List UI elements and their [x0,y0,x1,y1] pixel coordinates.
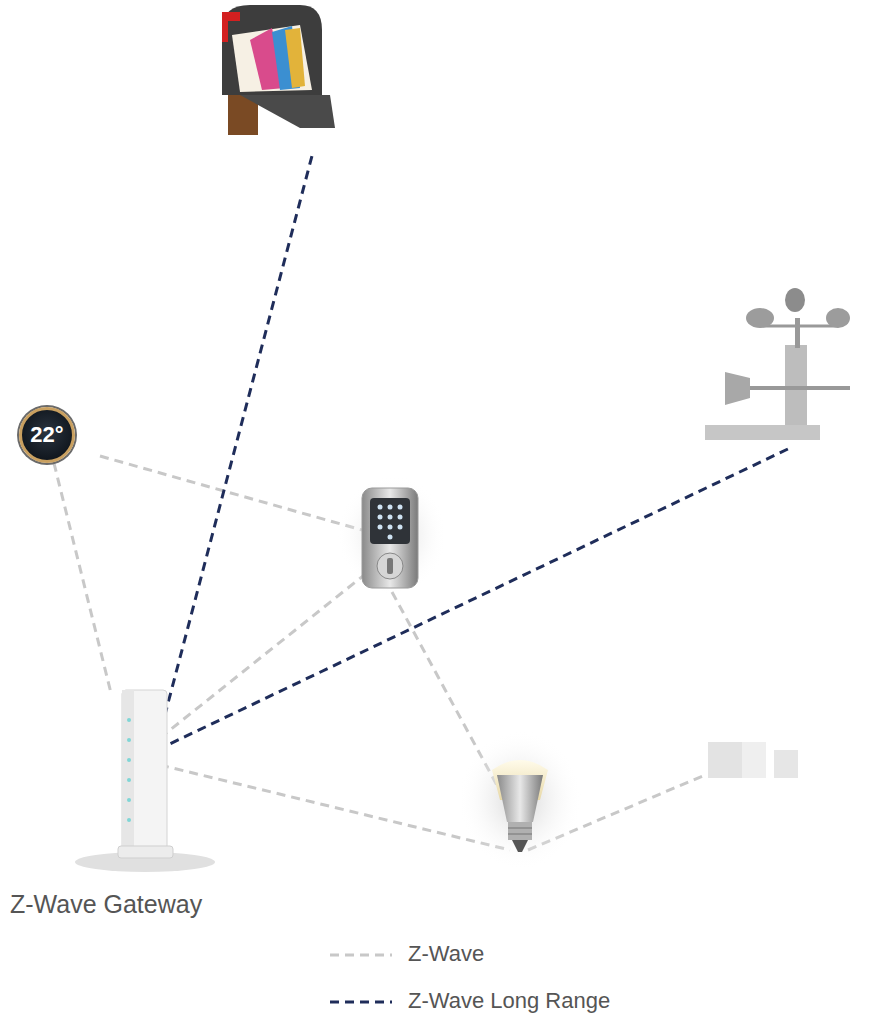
gateway-device [75,690,215,872]
legend-sample [330,1001,392,1004]
edge-group [54,463,110,690]
gateway-node: Z-Wave Gateway [8,690,270,922]
mailbox-icon [222,5,335,135]
door-lock-icon [337,475,447,595]
zwave-link [54,463,110,690]
zwave-link [160,765,510,850]
zwave-link [160,572,368,738]
light-bulb-icon [458,730,582,870]
legend-entry: Z-Wave [408,941,484,967]
door-sensor-icon [708,742,798,778]
thermostat-dial: 22° [19,407,75,463]
legend-sample [330,954,392,957]
legend-entry: Z-Wave Long Range [408,988,610,1014]
weather-station-icon [705,288,850,440]
long-range-link [157,448,790,750]
long-range-link [157,152,313,745]
temperature-reading: 22° [30,423,63,447]
gateway-label: Z-Wave Gateway [10,891,202,919]
